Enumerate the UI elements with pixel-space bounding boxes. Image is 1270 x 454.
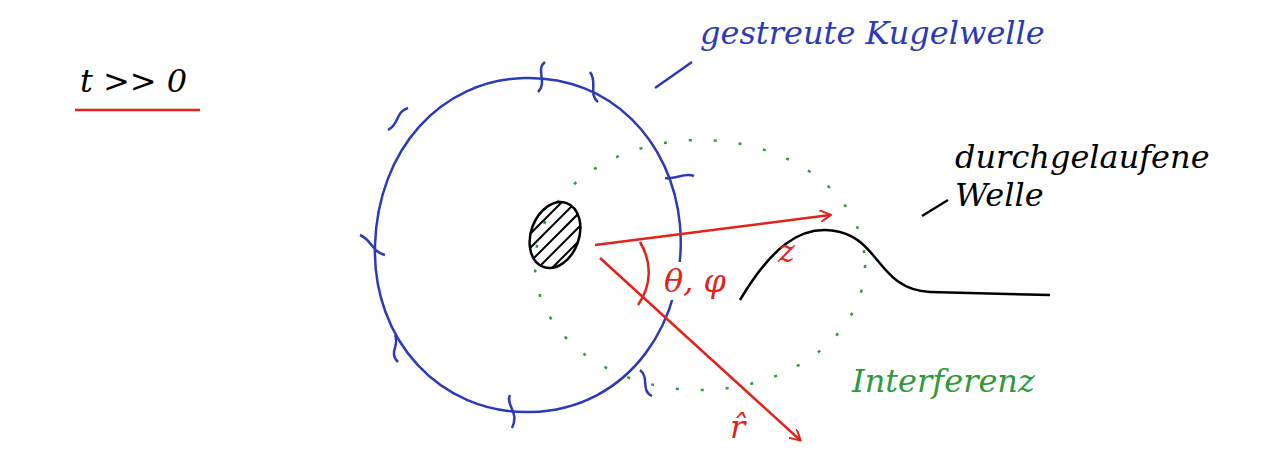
underline	[75, 109, 200, 112]
spherical-wave	[375, 78, 681, 412]
axis-label: r̂	[730, 408, 745, 446]
interference-region	[535, 140, 865, 390]
leader-line	[655, 62, 692, 88]
region-label: Interferenz	[852, 362, 1035, 400]
scatterer-hatch	[520, 190, 594, 286]
leader-line	[922, 200, 948, 216]
r-direction-arrow	[600, 258, 800, 440]
angle-arc	[638, 242, 649, 305]
angle-label: θ, φ	[662, 262, 728, 300]
axis-label: z	[778, 232, 795, 270]
wave-label: durchgelaufene Welle	[955, 138, 1185, 215]
time-condition: t >> 0	[80, 62, 187, 100]
wave-ticks	[360, 62, 694, 428]
wave-label: gestreute Kugelwelle	[700, 14, 1045, 52]
transmitted-wave	[740, 230, 1050, 300]
scatterer	[521, 195, 589, 275]
